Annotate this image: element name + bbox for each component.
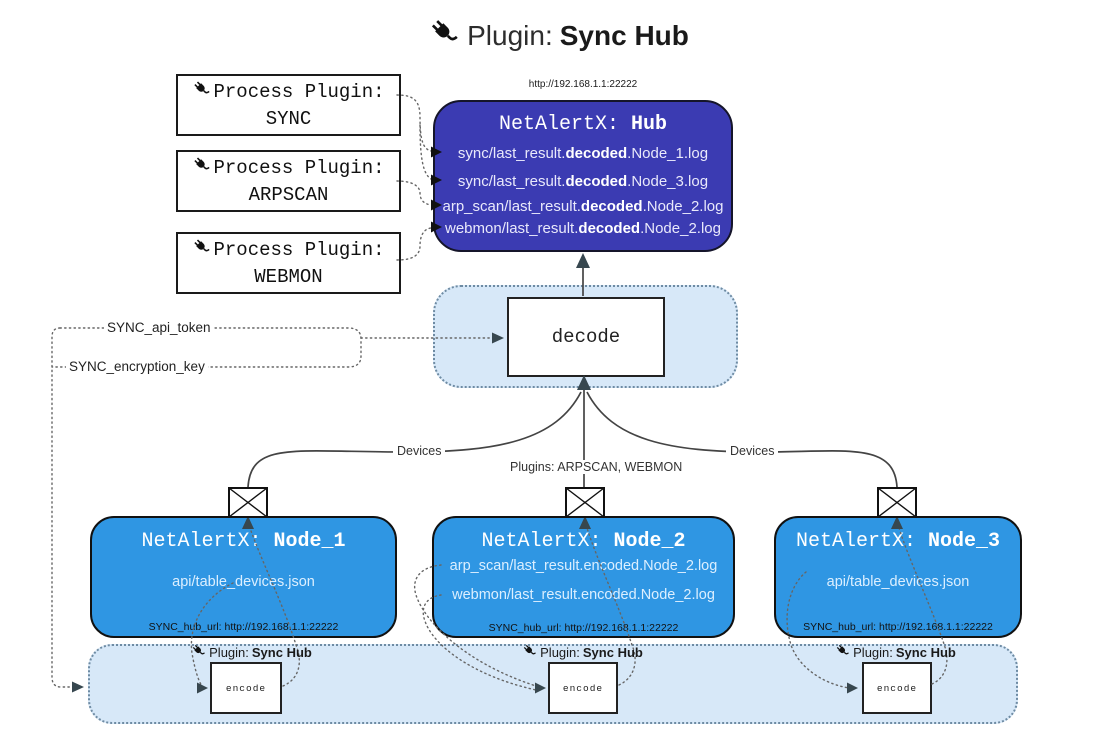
title-prefix: Plugin: bbox=[467, 19, 553, 51]
node-title-name: Node_2 bbox=[613, 530, 686, 553]
hub-log-pre: sync/last_result. bbox=[457, 145, 566, 162]
encode2-box: encode bbox=[548, 662, 618, 714]
process-plugin-label: Process Plugin: bbox=[213, 157, 385, 179]
encoder-label-prefix: Plugin: bbox=[209, 644, 249, 660]
hub-url-label: http://192.168.1.1:22222 bbox=[528, 79, 638, 90]
encoder-label-name: Sync Hub bbox=[582, 644, 643, 660]
hub-box: NetAlertX: Hub sync/last_result.decoded.… bbox=[433, 100, 733, 252]
edge-sync-to-hub-line1 bbox=[396, 94, 432, 152]
node3-title: NetAlertX: Node_3 bbox=[776, 530, 1020, 553]
hub-log-bold: decoded bbox=[578, 220, 641, 237]
plug-icon bbox=[192, 155, 211, 182]
plug-icon bbox=[191, 643, 206, 661]
hub-log-pre: sync/last_result. bbox=[457, 173, 566, 190]
node2-title: NetAlertX: Node_2 bbox=[434, 530, 733, 553]
hub-log-bold: decoded bbox=[580, 198, 643, 215]
hub-log-post: .Node_3.log bbox=[627, 173, 709, 190]
encoder1-label: Plugin: Sync Hub bbox=[164, 643, 339, 661]
hub-log-line: webmon/last_result.decoded.Node_2.log bbox=[440, 220, 726, 237]
hub-log-line: sync/last_result.decoded.Node_3.log bbox=[440, 173, 726, 190]
edge-label-devices-left: Devices bbox=[393, 444, 446, 458]
hub-log-post: .Node_1.log bbox=[627, 145, 709, 162]
process-plugin-label: Process Plugin: bbox=[213, 239, 385, 261]
sync-api-token-label: SYNC_api_token bbox=[104, 320, 214, 335]
node2-file: arp_scan/last_result.encoded.Node_2.log bbox=[449, 558, 718, 574]
process-plugin-name: SYNC bbox=[265, 107, 312, 130]
encoder-label-prefix: Plugin: bbox=[540, 644, 580, 660]
process-plugin-label: Process Plugin: bbox=[213, 81, 385, 103]
node-title-prefix: NetAlertX: bbox=[481, 530, 602, 553]
edge-settings-to-band bbox=[51, 327, 73, 688]
process-plugin-name: ARPSCAN bbox=[248, 183, 329, 206]
decode-box: decode bbox=[507, 297, 665, 377]
mail-icon bbox=[228, 487, 268, 518]
process-plugin-name: WEBMON bbox=[254, 265, 323, 288]
node-title-name: Node_1 bbox=[273, 530, 346, 553]
encoder-label-name: Sync Hub bbox=[895, 644, 956, 660]
hub-log-line: arp_scan/last_result.decoded.Node_2.log bbox=[440, 198, 726, 215]
process-plugin-sync-box: Process Plugin: SYNC bbox=[176, 74, 401, 136]
node3-file: api/table_devices.json bbox=[826, 574, 970, 590]
process-plugin-arpscan-box: Process Plugin: ARPSCAN bbox=[176, 150, 401, 212]
node1-title: NetAlertX: Node_1 bbox=[92, 530, 395, 553]
node-title-prefix: NetAlertX: bbox=[795, 530, 916, 553]
title-name: Sync Hub bbox=[559, 19, 689, 51]
node3-hub-url: SYNC_hub_url: http://192.168.1.1:22222 bbox=[803, 621, 993, 633]
edge-webmon-to-hub-line4 bbox=[396, 227, 432, 261]
hub-log-pre: arp_scan/last_result. bbox=[442, 198, 581, 215]
encode1-box: encode bbox=[210, 662, 282, 714]
arrowhead-hub-bottom bbox=[576, 253, 590, 268]
plug-icon bbox=[192, 79, 211, 106]
node-title-prefix: NetAlertX: bbox=[141, 530, 262, 553]
edge-arpscan-to-hub-line3 bbox=[396, 180, 432, 206]
mail-icon bbox=[565, 487, 605, 518]
edge-label-plugins: Plugins: ARPSCAN, WEBMON bbox=[506, 460, 687, 474]
encoder2-label: Plugin: Sync Hub bbox=[495, 643, 670, 661]
edge-label-devices-right: Devices bbox=[726, 444, 779, 458]
mail-icon bbox=[877, 487, 917, 518]
edge-sync-to-hub-line2 bbox=[419, 124, 432, 180]
hub-log-bold: decoded bbox=[565, 173, 628, 190]
plug-icon bbox=[835, 643, 850, 661]
node1-file: api/table_devices.json bbox=[172, 574, 315, 590]
node1-box: NetAlertX: Node_1 api/table_devices.json… bbox=[90, 516, 397, 638]
node2-hub-url: SYNC_hub_url: http://192.168.1.1:22222 bbox=[488, 622, 679, 634]
encode3-box: encode bbox=[862, 662, 932, 714]
page-title: Plugin: Sync Hub bbox=[0, 16, 1117, 55]
encoder-label-prefix: Plugin: bbox=[853, 644, 893, 660]
hub-log-pre: webmon/last_result. bbox=[445, 220, 579, 237]
node-title-name: Node_3 bbox=[928, 530, 1001, 553]
hub-log-line: sync/last_result.decoded.Node_1.log bbox=[440, 145, 726, 162]
arrowhead-band-left bbox=[72, 681, 84, 693]
node1-hub-url: SYNC_hub_url: http://192.168.1.1:22222 bbox=[148, 621, 339, 633]
plug-icon bbox=[522, 643, 537, 661]
node3-box: NetAlertX: Node_3 api/table_devices.json… bbox=[774, 516, 1022, 638]
sync-encryption-key-label: SYNC_encryption_key bbox=[66, 359, 208, 374]
hub-title-prefix: NetAlertX: bbox=[498, 113, 619, 136]
hub-log-bold: decoded bbox=[565, 145, 628, 162]
encoder3-label: Plugin: Sync Hub bbox=[808, 643, 983, 661]
node2-file: webmon/last_result.encoded.Node_2.log bbox=[452, 587, 715, 603]
hub-log-post: .Node_2.log bbox=[642, 198, 724, 215]
node2-box: NetAlertX: Node_2 arp_scan/last_result.e… bbox=[432, 516, 735, 638]
encoder-label-name: Sync Hub bbox=[251, 644, 312, 660]
plug-icon bbox=[428, 16, 460, 55]
process-plugin-webmon-box: Process Plugin: WEBMON bbox=[176, 232, 401, 294]
hub-title-name: Hub bbox=[631, 113, 668, 136]
hub-log-post: .Node_2.log bbox=[640, 220, 721, 237]
hub-title: NetAlertX: Hub bbox=[435, 113, 731, 136]
plug-icon bbox=[192, 237, 211, 264]
